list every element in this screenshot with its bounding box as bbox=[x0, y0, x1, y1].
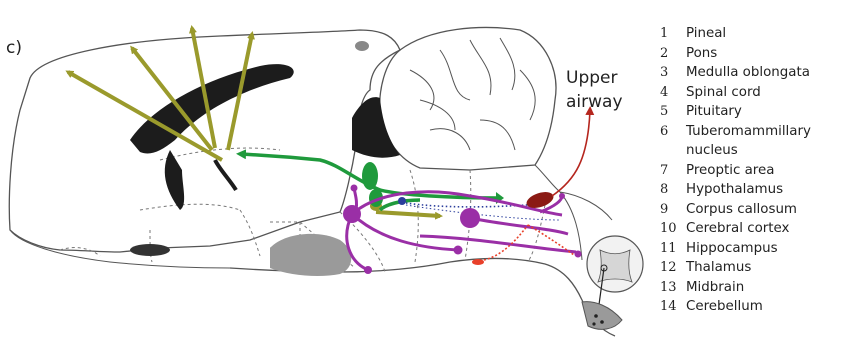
cerebellum-folia bbox=[410, 38, 535, 150]
purple-node-small-c bbox=[351, 185, 358, 192]
legend-number: 3 bbox=[660, 63, 686, 83]
legend-label: Pituitary bbox=[686, 102, 866, 122]
legend-label: Cerebral cortex bbox=[686, 219, 866, 239]
legend-number: 12 bbox=[660, 258, 686, 278]
legend-number: 13 bbox=[660, 278, 686, 298]
olfactory-outline bbox=[10, 230, 230, 268]
panel-label: c) bbox=[6, 38, 22, 58]
upper-airway-line1: Upper bbox=[566, 66, 623, 90]
pituitary bbox=[270, 234, 351, 276]
legend-number: 14 bbox=[660, 297, 686, 317]
legend-label: Pons bbox=[686, 44, 866, 64]
legend-label: Hippocampus bbox=[686, 239, 866, 259]
legend-label: Hypothalamus bbox=[686, 180, 866, 200]
legend-label: Corpus callosum bbox=[686, 200, 866, 220]
purple-node-large bbox=[343, 205, 361, 223]
legend-label: Thalamus bbox=[686, 258, 866, 278]
legend-label: Cerebellum bbox=[686, 297, 866, 317]
purple-node-small-b bbox=[364, 266, 372, 274]
purple-node-small-e bbox=[559, 193, 565, 199]
upper-airway-label: Upper airway bbox=[566, 66, 623, 114]
legend-number: 10 bbox=[660, 219, 686, 239]
legend-label: Tuberomammillary nucleus bbox=[686, 122, 866, 161]
legend-number: 7 bbox=[660, 161, 686, 181]
green-nucleus-upper bbox=[362, 162, 378, 190]
legend-label: Preoptic area bbox=[686, 161, 866, 181]
purple-node-small-d bbox=[575, 251, 582, 258]
ventral-patch bbox=[130, 244, 170, 256]
fornix bbox=[165, 150, 184, 210]
legend-number: 6 bbox=[660, 122, 686, 161]
legend-label: Pineal bbox=[686, 24, 866, 44]
red-airway-arrow bbox=[552, 110, 590, 196]
legend-number: 5 bbox=[660, 102, 686, 122]
legend-label: Spinal cord bbox=[686, 83, 866, 103]
legend-number: 4 bbox=[660, 83, 686, 103]
legend-number: 9 bbox=[660, 200, 686, 220]
legend-number: 8 bbox=[660, 180, 686, 200]
spinal-cord-section bbox=[582, 236, 643, 329]
cerebellum-outline bbox=[380, 27, 556, 170]
purple-node-small-a bbox=[454, 246, 463, 255]
upper-airway-line2: airway bbox=[566, 90, 623, 114]
legend-number: 1 bbox=[660, 24, 686, 44]
fourth-ventricle bbox=[352, 97, 400, 158]
legend-label: Midbrain bbox=[686, 278, 866, 298]
legend-number: 2 bbox=[660, 44, 686, 64]
legend-label: Medulla oblongata bbox=[686, 63, 866, 83]
olive-projections bbox=[68, 28, 440, 216]
hippocampus-dark bbox=[215, 160, 236, 190]
pineal-gland bbox=[355, 41, 369, 51]
purple-node-mid bbox=[460, 208, 480, 228]
legend-number: 11 bbox=[660, 239, 686, 259]
